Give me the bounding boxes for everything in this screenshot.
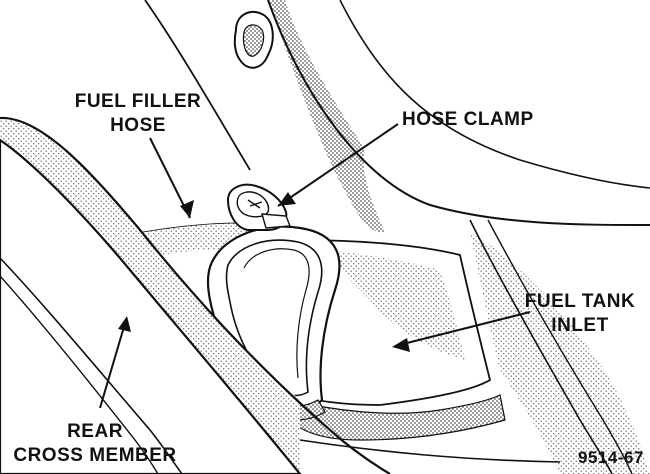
arrow-rear-cross-member	[99, 316, 131, 409]
clamp-screw-icon	[226, 183, 292, 231]
arrow-fuel-tank-inlet	[392, 311, 531, 352]
figure-number: 9514-67	[578, 448, 644, 467]
label-rear-cross-member-line2: CROSS MEMBER	[13, 445, 177, 466]
rear-cross-member-top-edge	[0, 116, 391, 474]
floor-line	[299, 439, 561, 463]
label-hose-clamp: HOSE CLAMP	[402, 108, 552, 132]
rear-cross-member-edge-line-1	[0, 257, 183, 474]
tank-panel-shading	[470, 232, 650, 474]
body-panel-inner-curve	[339, 0, 650, 189]
label-fuel-tank-inlet-line1: FUEL TANK	[524, 291, 636, 312]
label-fuel-tank-inlet-line2: INLET	[551, 315, 609, 336]
label-fuel-filler-hose-line2: HOSE	[110, 115, 166, 136]
arrow-hose-clamp	[277, 123, 399, 207]
label-fuel-filler-hose: FUEL FILLER HOSE	[68, 90, 208, 138]
arrow-fuel-filler-hose	[149, 137, 194, 219]
tank-panel-curve-1	[469, 219, 613, 474]
body-panel-shading	[240, 0, 385, 233]
label-rear-cross-member: REAR CROSS MEMBER	[10, 420, 180, 468]
tank-panel-curve-2	[487, 219, 633, 474]
body-panel-edge	[144, 0, 251, 171]
label-rear-cross-member-line1: REAR	[67, 421, 123, 442]
label-hose-clamp-text: HOSE CLAMP	[402, 109, 534, 130]
hose-top-shading	[130, 223, 262, 258]
inlet-lower-shading	[289, 394, 506, 441]
body-panel-outline	[267, 0, 650, 226]
label-fuel-filler-hose-line1: FUEL FILLER	[74, 91, 202, 112]
rear-cross-member-edge-line-2	[0, 275, 159, 474]
inlet-shading	[330, 250, 465, 360]
bolt-head-icon	[233, 10, 274, 69]
rear-cross-member-face	[0, 138, 302, 474]
label-fuel-tank-inlet: FUEL TANK INLET	[520, 290, 640, 338]
